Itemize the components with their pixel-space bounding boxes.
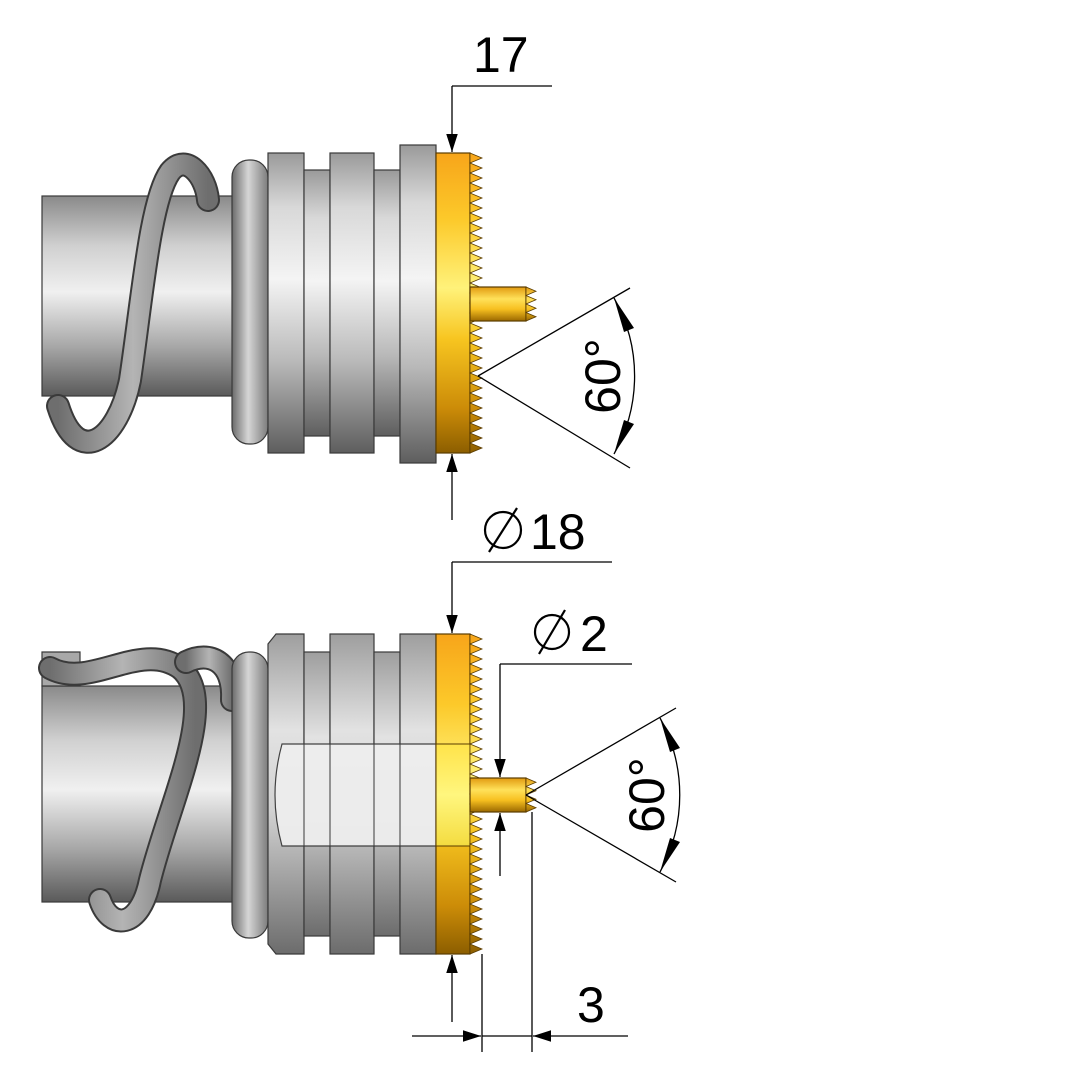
top-dimensions: 17 18 60° (446, 27, 636, 560)
dim-diameter-18: 18 (530, 504, 586, 560)
top-nut-flange-3 (399, 144, 437, 464)
dim-width-17: 17 (473, 27, 529, 83)
top-nut-groove-2 (373, 169, 401, 437)
top-nut-groove-1 (303, 169, 331, 437)
dim-angle-60-top: 60° (575, 338, 631, 414)
dim-pin-length-3: 3 (577, 977, 605, 1033)
top-connector-view (41, 144, 538, 464)
bottom-connector-view (38, 633, 538, 955)
bottom-dimensions: 2 60° 3 (412, 561, 681, 1052)
top-nut-flange-2 (329, 152, 375, 454)
bottom-hex-flat-face (274, 743, 437, 847)
top-pin-serration (524, 286, 538, 322)
bottom-brass-flat-face (435, 743, 471, 847)
dim-pin-diameter-2: 2 (580, 606, 608, 662)
top-nut-flange-1 (267, 152, 305, 454)
dim-angle-60-bottom: 60° (619, 757, 675, 833)
top-spring-coil (46, 152, 220, 454)
top-contact-pin (469, 286, 527, 322)
bottom-contact-pin (469, 777, 527, 813)
diameter-symbol-icon (533, 609, 571, 655)
top-retaining-ring (231, 159, 269, 445)
top-brass-plate (435, 152, 471, 454)
bottom-retaining-ring (231, 651, 269, 939)
bottom-pin-serration (524, 777, 538, 813)
diameter-symbol-icon (483, 507, 523, 553)
